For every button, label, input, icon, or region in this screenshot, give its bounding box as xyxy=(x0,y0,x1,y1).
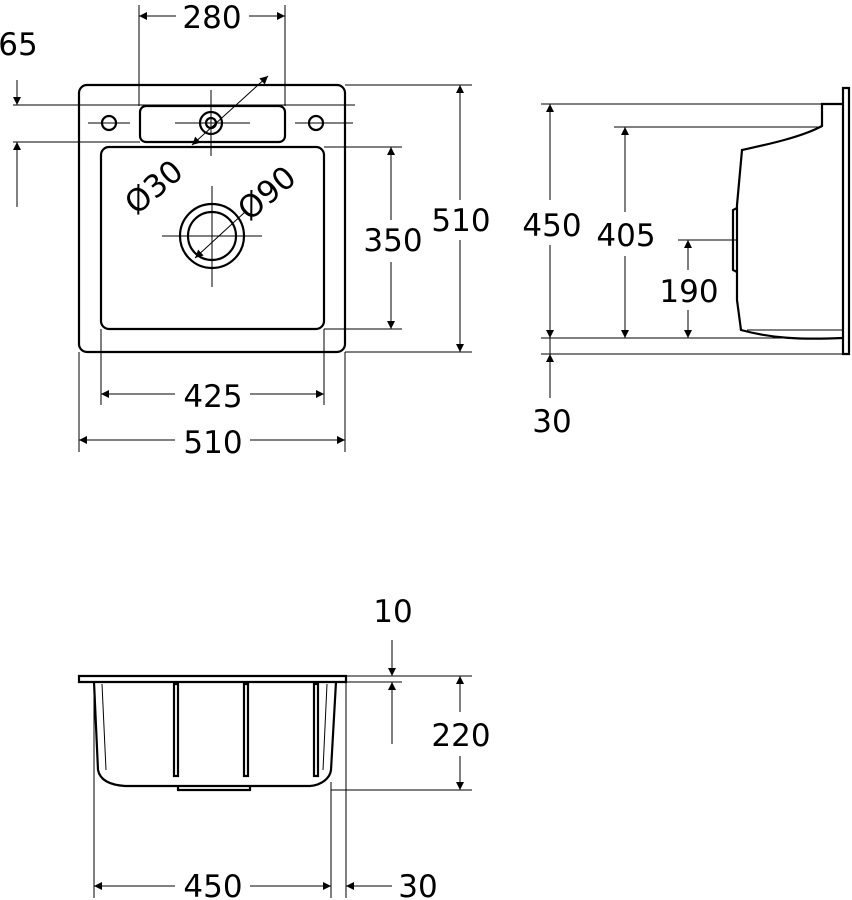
front-view-rim xyxy=(77,674,348,684)
top-view: 280 65 Ø30 Ø90 350 510 425 510 xyxy=(0,0,491,461)
overflow-height-label: 190 xyxy=(659,274,718,310)
side-view-rim xyxy=(841,86,851,356)
overall-length-label: 510 xyxy=(431,203,490,239)
top-view-bowl xyxy=(99,145,326,331)
front-depth-label: 220 xyxy=(431,718,490,754)
overall-width-label: 510 xyxy=(183,425,242,461)
front-view-bowl xyxy=(92,681,338,788)
front-bowl-width-label: 450 xyxy=(183,869,242,900)
tap-hole-offset-label: 65 xyxy=(0,27,38,63)
side-view: 450 405 190 30 xyxy=(522,86,851,440)
bowl-length-label: 350 xyxy=(363,223,422,259)
front-rim-label: 10 xyxy=(373,594,412,630)
drain-diameter-label: Ø90 xyxy=(231,159,303,228)
tap-hole-spacing-label: 280 xyxy=(182,0,241,36)
total-height-label: 450 xyxy=(522,208,581,244)
front-view-ribs xyxy=(172,682,320,778)
front-view-drain xyxy=(176,786,252,792)
tap-hole-diameter-label: Ø30 xyxy=(118,153,190,222)
rim-thickness-label: 30 xyxy=(532,404,571,440)
front-view: 10 220 450 30 xyxy=(77,594,491,900)
side-view-bowl xyxy=(735,102,844,340)
bowl-height-label: 405 xyxy=(596,218,655,254)
bowl-width-label: 425 xyxy=(183,379,242,415)
front-rim-overhang-label: 30 xyxy=(398,869,437,900)
